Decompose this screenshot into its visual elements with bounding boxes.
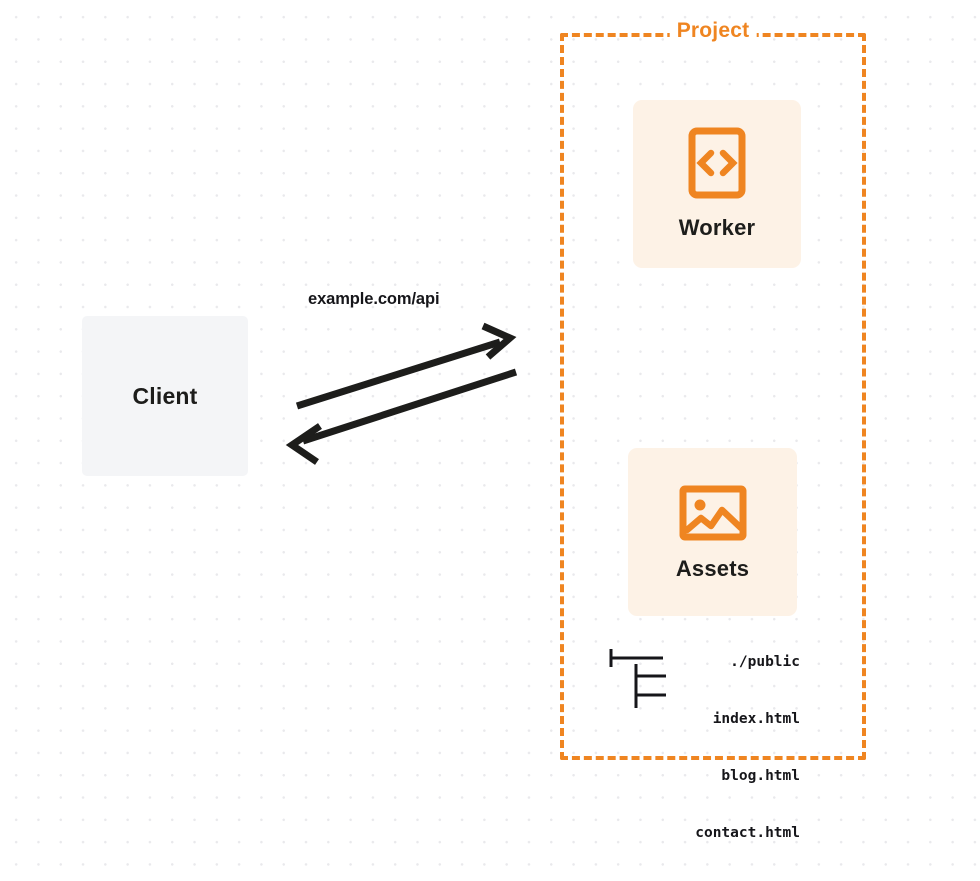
assets-card-label: Assets — [675, 555, 750, 581]
project-title: Project — [669, 19, 757, 43]
assets-card[interactable]: Assets — [628, 448, 797, 616]
code-brackets-icon — [688, 127, 746, 199]
file-tree-row: blog.html — [721, 768, 800, 784]
worker-card-label: Worker — [678, 215, 756, 240]
client-node[interactable]: Client — [82, 316, 248, 476]
request-arrow — [295, 322, 517, 410]
project-container: Project Worker Assets — [560, 19, 866, 841]
file-tree-row: index.html — [712, 711, 800, 727]
file-tree-row: ./public — [730, 654, 800, 670]
file-tree-connectors — [609, 649, 666, 708]
diagram-canvas: Client example.com/api Project Worker — [82, 19, 866, 841]
connection-label: example.com/api — [308, 290, 440, 308]
file-tree: ./public index.html blog.html contact.ht… — [600, 615, 800, 881]
client-label: Client — [132, 382, 198, 409]
worker-card[interactable]: Worker — [633, 100, 801, 268]
response-arrow — [285, 368, 518, 465]
file-tree-row: contact.html — [695, 825, 800, 841]
image-icon — [679, 485, 746, 540]
